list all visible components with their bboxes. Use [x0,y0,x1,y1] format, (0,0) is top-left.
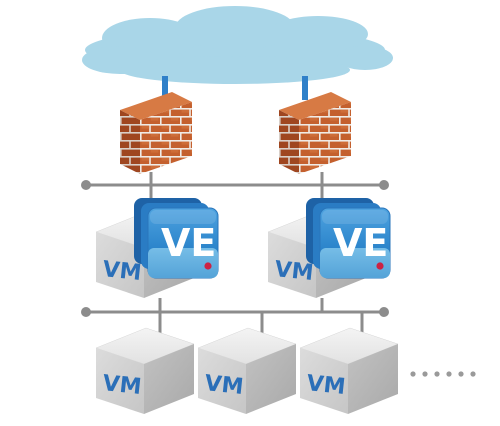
network-bus-icon [81,172,389,200]
vm-cube-icon: VM [299,327,399,415]
svg-text:VM: VM [203,371,244,400]
network-bus-icon [81,298,389,335]
vm-cube-icon: VM [267,211,367,299]
vm-cube-icon: VM [95,211,195,299]
vm-cube-icon: VM [197,327,297,415]
ellipsis-icon [410,371,476,377]
svg-text:VM: VM [273,257,314,286]
cloud-icon [82,6,393,84]
ve-badge-icon: VE [133,197,219,279]
firewall-icon [279,92,351,174]
svg-text:VM: VM [101,257,142,286]
svg-text:VE: VE [161,221,216,265]
svg-text:VM: VM [101,371,142,400]
vm-cube-icon: VM [95,327,195,415]
svg-text:VE: VE [333,221,388,265]
ve-badge-icon: VE [305,197,391,279]
svg-text:VM: VM [305,371,346,400]
firewall-icon [120,92,192,174]
uplink-connectors [162,76,308,100]
